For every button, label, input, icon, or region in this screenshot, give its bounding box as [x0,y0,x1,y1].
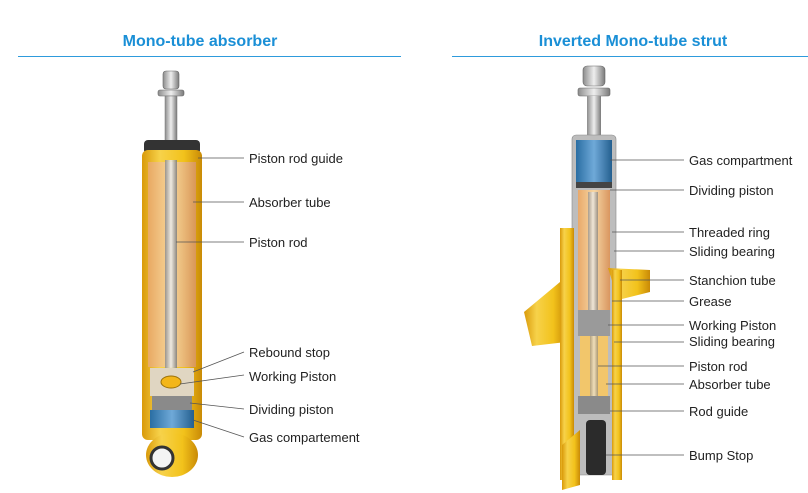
left-diagram-title: Mono-tube absorber [122,33,278,50]
right-title-rule [452,56,808,57]
label-working-piston-strut: Working Piston [689,318,777,333]
label-threaded-ring: Threaded ring [689,225,770,240]
right-diagram-title: Inverted Mono-tube strut [538,33,728,50]
right-leader-lines [598,159,684,456]
label-working-piston: Working Piston [249,369,337,384]
label-absorber-tube-strut: Absorber tube [689,377,771,392]
label-rebound-stop: Rebound stop [249,345,330,360]
label-bump-stop: Bump Stop [689,448,754,463]
label-gas-compartement: Gas compartement [249,430,360,445]
label-stanchion-tube: Stanchion tube [689,273,776,288]
left-title-rule [18,56,401,57]
label-grease: Grease [689,294,732,309]
label-piston-rod-guide: Piston rod guide [249,151,343,166]
label-absorber-tube: Absorber tube [249,195,331,210]
label-dividing-piston: Dividing piston [249,402,334,417]
label-piston-rod-strut: Piston rod [689,359,748,374]
left-leader-lines [176,157,245,438]
label-rod-guide: Rod guide [689,404,749,419]
label-sliding-bearing-upper: Sliding bearing [689,244,776,259]
mono-tube-absorber-illustration [142,70,202,477]
label-sliding-bearing-lower: Sliding bearing [689,334,776,349]
label-gas-compartment: Gas compartment [689,153,793,168]
inverted-strut-illustration [524,65,650,490]
label-piston-rod: Piston rod [249,235,308,250]
label-dividing-piston-strut: Dividing piston [689,183,774,198]
